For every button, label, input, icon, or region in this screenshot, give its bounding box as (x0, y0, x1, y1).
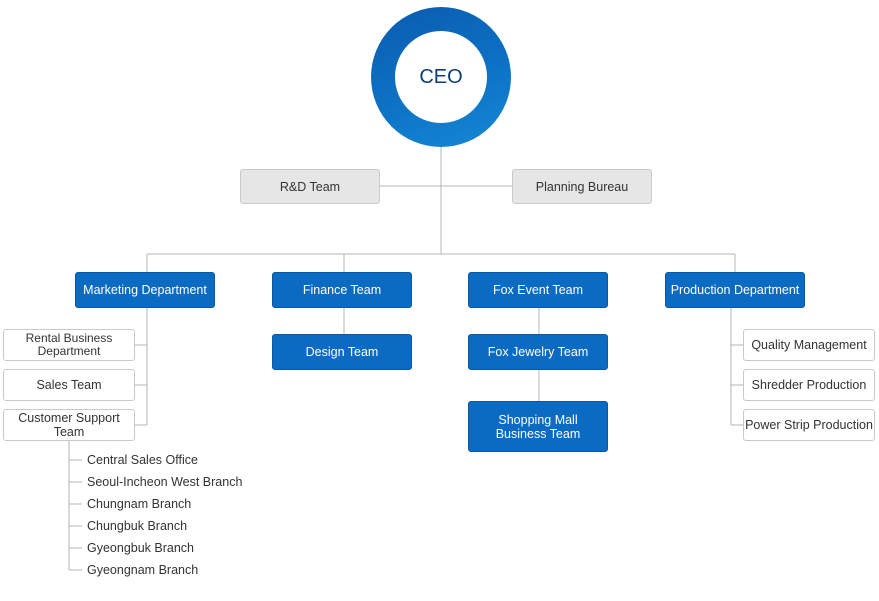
shredder-production-box: Shredder Production (743, 369, 875, 401)
sales-team-box: Sales Team (3, 369, 135, 401)
finance-team-box: Finance Team (272, 272, 412, 308)
planning-bureau-box: Planning Bureau (512, 169, 652, 204)
office-item: Chungnam Branch (87, 497, 192, 511)
office-item: Gyeongnam Branch (87, 563, 199, 577)
office-item: Central Sales Office (87, 453, 198, 467)
marketing-department-box: Marketing Department (75, 272, 215, 308)
rental-business-department-box: Rental Business Department (3, 329, 135, 361)
office-item: Seoul-Incheon West Branch (87, 475, 243, 489)
fox-event-team-box: Fox Event Team (468, 272, 608, 308)
office-item: Gyeongbuk Branch (87, 541, 195, 555)
production-department-box: Production Department (665, 272, 805, 308)
ceo-label: CEO (395, 31, 487, 123)
fox-jewelry-team-box: Fox Jewelry Team (468, 334, 608, 370)
customer-support-team-box: Customer Support Team (3, 409, 135, 441)
quality-management-box: Quality Management (743, 329, 875, 361)
office-item: Chungbuk Branch (87, 519, 188, 533)
shopping-mall-business-team-box: Shopping Mall Business Team (468, 401, 608, 452)
ceo-node: CEO (371, 7, 511, 147)
rnd-team-box: R&D Team (240, 169, 380, 204)
power-strip-production-box: Power Strip Production (743, 409, 875, 441)
design-team-box: Design Team (272, 334, 412, 370)
